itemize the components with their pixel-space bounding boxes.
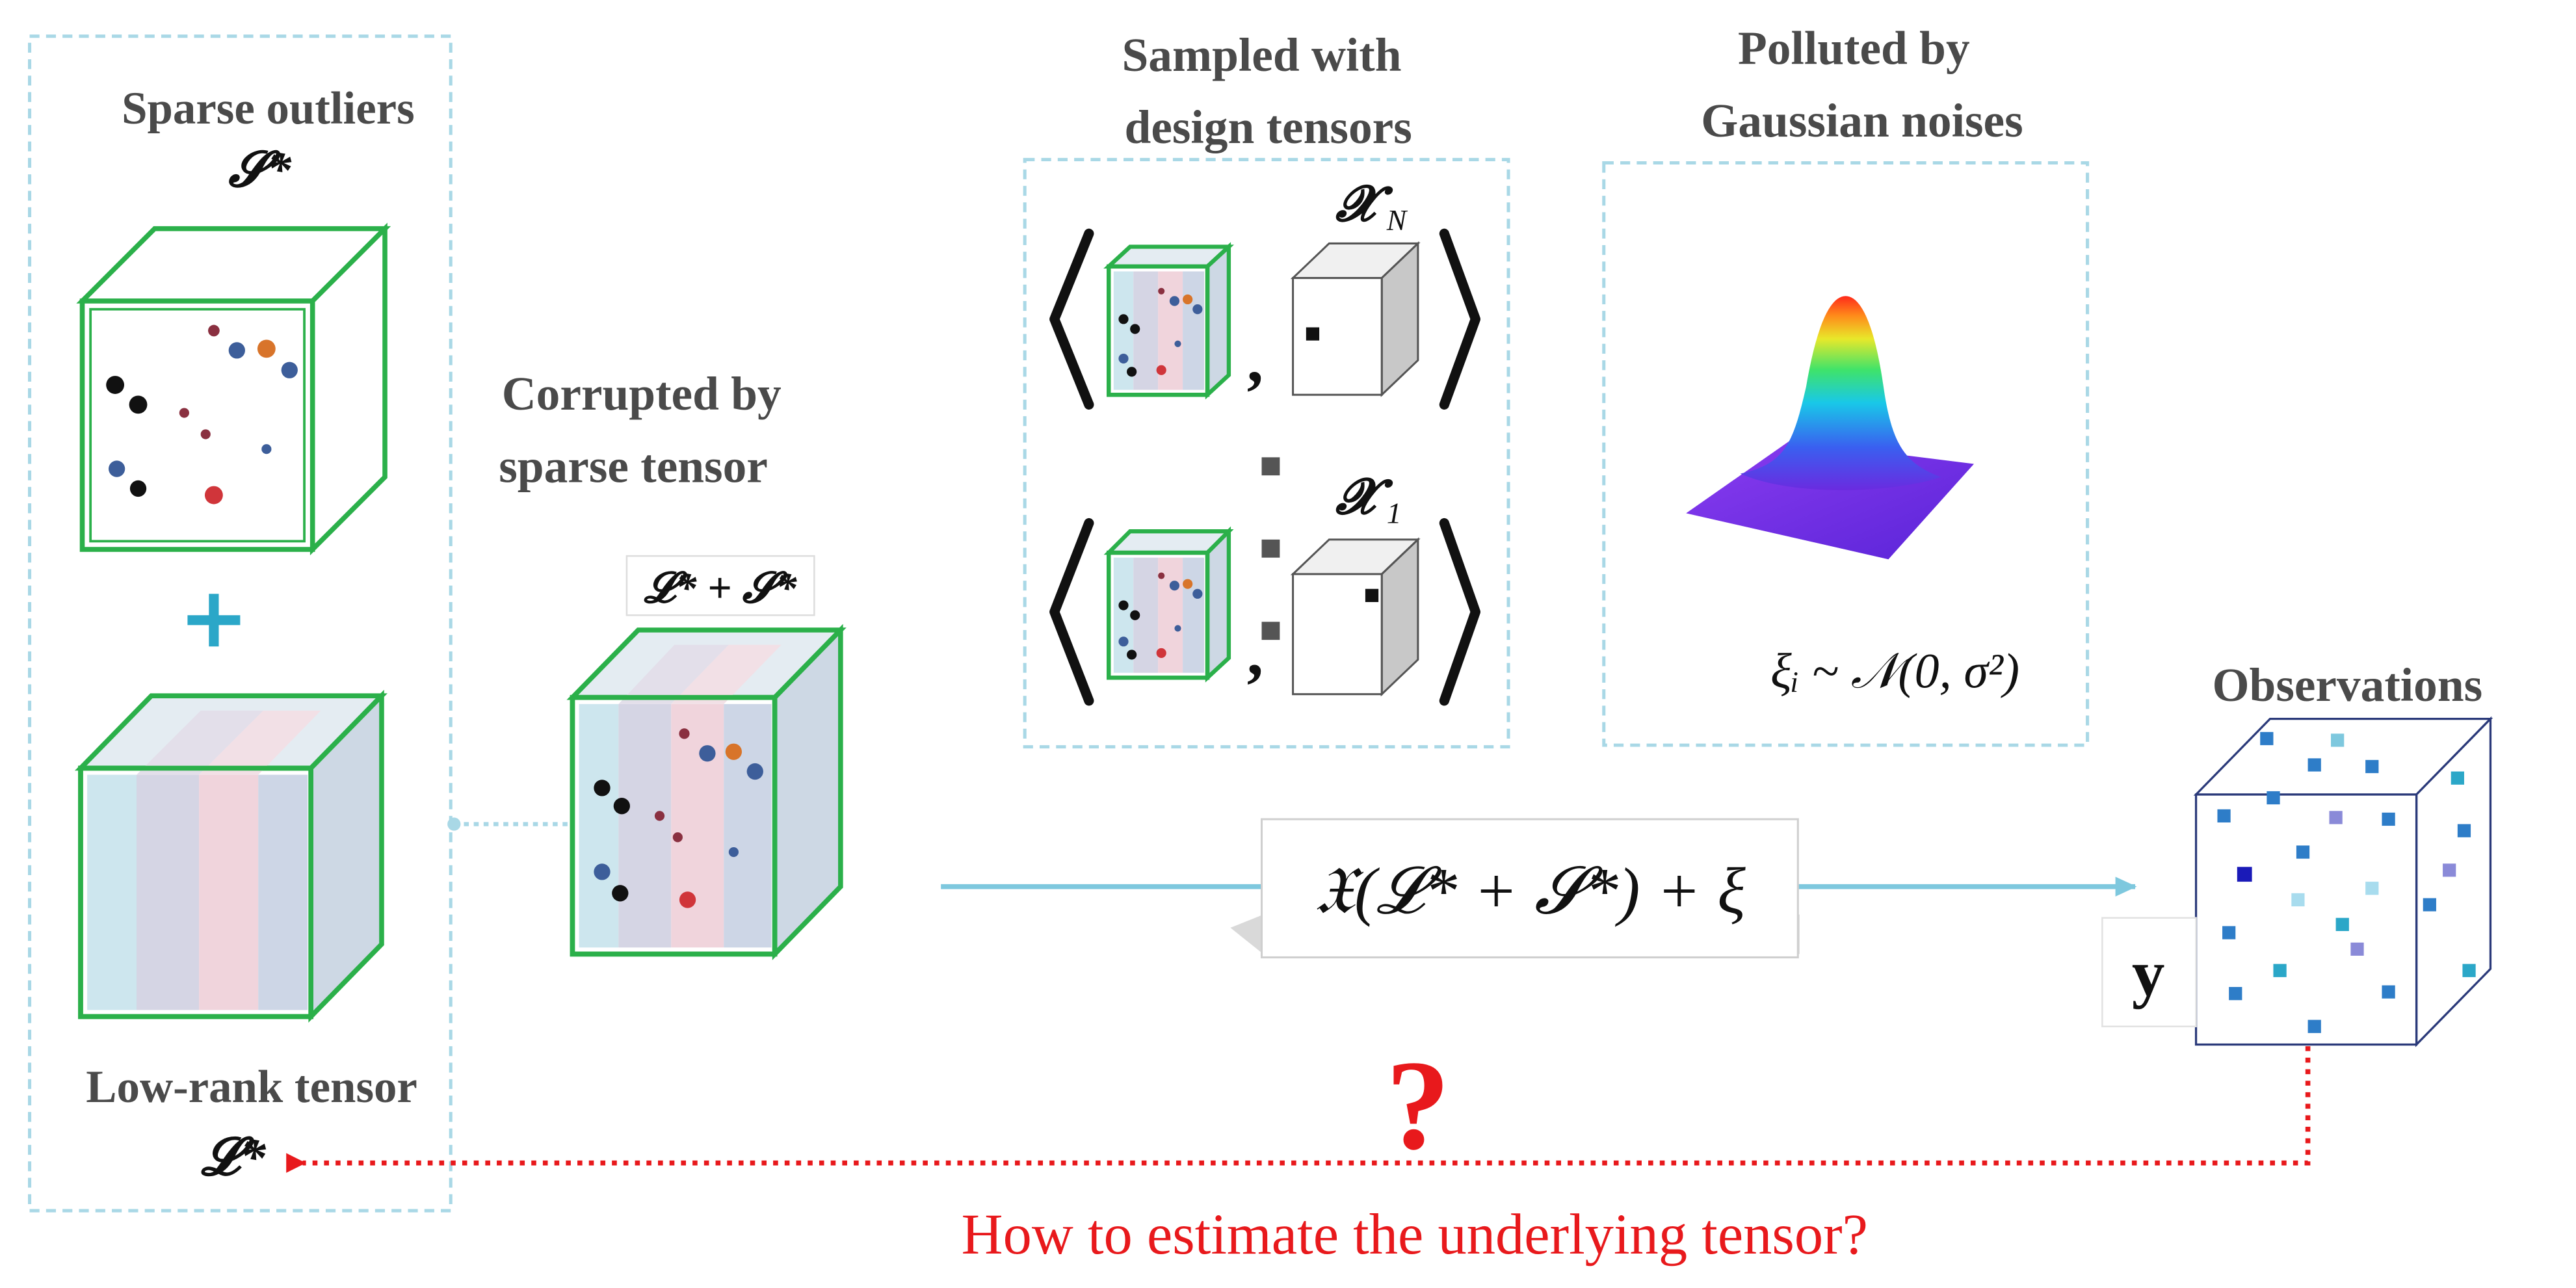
polluted-label-line2: Gaussian noises [1701, 94, 2023, 147]
observation-model-formula: 𝔛(𝓛* + 𝓢*) + ξ [1314, 854, 1746, 927]
noise-formula: ξᵢ ~ 𝒩(0, σ²) [1770, 644, 2019, 699]
sampling-dashed-frame [1023, 157, 1510, 749]
vertical-ellipsis [1261, 457, 1280, 640]
design-tensor-1-cube [1290, 537, 1421, 697]
corrupted-cube [566, 624, 847, 960]
design-1-subscript: 1 [1387, 497, 1402, 530]
design-N-subscript: N [1386, 204, 1408, 237]
plus-icon [187, 594, 241, 647]
small-corrupted-cube-1 [1103, 526, 1234, 683]
sum-symbol-box [625, 555, 815, 616]
sparse-outliers-cube [76, 222, 391, 556]
question-mark: ? [1386, 1034, 1451, 1176]
design-N-symbol: 𝓧 [1335, 177, 1393, 231]
design-1-symbol: 𝓧 [1335, 469, 1393, 524]
y-symbol-box [2101, 917, 2197, 1027]
small-corrupted-cube-N [1103, 242, 1235, 400]
recovery-arrow [286, 1046, 2311, 1173]
low-rank-symbol: 𝓛* [200, 1127, 267, 1186]
low-rank-cube [74, 689, 388, 1023]
svg-text:,: , [1247, 323, 1263, 396]
sampled-label-line1: Sampled with [1122, 29, 1401, 81]
design-tensor-N-cube [1290, 241, 1421, 397]
corrupted-label-line2: sparse tensor [499, 440, 768, 492]
sum-symbol: 𝓛* + 𝓢* [644, 564, 798, 612]
formula-box [1261, 818, 1799, 958]
corrupted-label-line1: Corrupted by [502, 367, 782, 420]
low-rank-label: Low-rank tensor [86, 1062, 417, 1112]
sampled-label-line2: design tensors [1125, 101, 1412, 153]
sparse-symbol: 𝓢* [228, 142, 292, 197]
inner-product-1: , 𝓧 1 [1049, 469, 1481, 706]
observations-label: Observations [2212, 659, 2482, 711]
svg-text:,: , [1247, 616, 1263, 689]
connector-dot [447, 817, 461, 831]
noise-dashed-frame [1602, 161, 2090, 747]
left-dashed-frame [28, 34, 453, 1213]
polluted-label-line1: Polluted by [1738, 22, 1970, 75]
observations-cube [2193, 716, 2493, 1047]
question-text: How to estimate the underlying tensor? [962, 1203, 1868, 1267]
gaussian-surface-icon [1686, 296, 1975, 560]
inner-product-N: , 𝓧 N [1049, 177, 1481, 410]
y-symbol: y [2132, 937, 2165, 1010]
sparse-outliers-label: Sparse outliers [122, 83, 415, 134]
